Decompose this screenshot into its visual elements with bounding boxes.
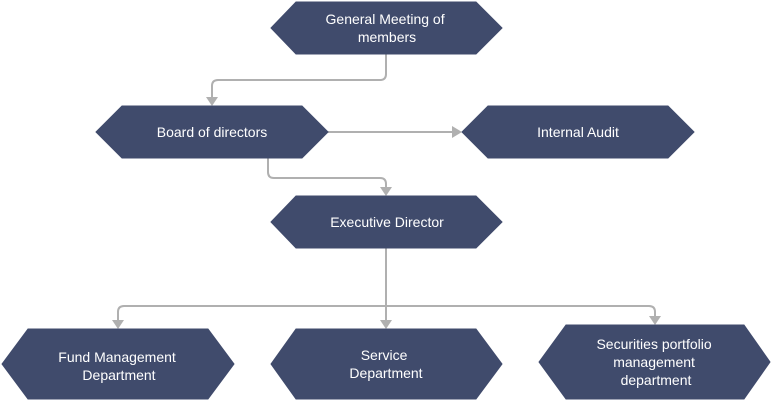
node-service-line-2: Department [349, 365, 422, 381]
node-fund-management-line-1: Fund Management [58, 349, 176, 365]
node-general-meeting-label: General Meeting of members [326, 11, 449, 45]
node-securities-portfolio-line-3: department [621, 372, 692, 388]
node-securities-portfolio[interactable]: Securities portfolio management departme… [538, 324, 771, 400]
node-fund-management-shape [1, 328, 235, 400]
node-fund-management[interactable]: Fund Management Department [1, 328, 235, 400]
node-internal-audit[interactable]: Internal Audit [461, 105, 695, 159]
edge-general-meeting-to-board [211, 54, 387, 98]
node-service-line-1: Service [361, 347, 408, 363]
edge-executive-director-to-fund-management [117, 305, 386, 321]
node-executive-director[interactable]: Executive Director [270, 195, 503, 249]
node-service-label: Service Department [349, 347, 422, 381]
node-service[interactable]: Service Department [270, 328, 503, 400]
node-general-meeting-line-2: members [358, 29, 416, 45]
arrowhead-internal-audit [452, 126, 462, 138]
arrowhead-service [380, 320, 392, 329]
node-fund-management-label: Fund Management Department [58, 349, 179, 383]
node-board-shape [95, 105, 329, 159]
edge-board-to-executive-director [267, 158, 387, 188]
node-general-meeting[interactable]: General Meeting of members [270, 1, 503, 55]
node-securities-portfolio-shape [538, 324, 771, 400]
node-board[interactable]: Board of directors [95, 105, 329, 159]
node-service-shape [270, 328, 503, 400]
node-internal-audit-label: Internal Audit [537, 124, 619, 140]
arrowhead-board [206, 97, 218, 106]
node-executive-director-shape [270, 195, 503, 249]
node-general-meeting-shape [270, 1, 503, 55]
node-securities-portfolio-label: Securities portfolio management departme… [596, 336, 715, 388]
arrowhead-fund-management [112, 320, 124, 329]
node-securities-portfolio-line-2: management [613, 354, 695, 370]
arrowhead-executive-director [380, 187, 392, 196]
node-executive-director-label: Executive Director [330, 214, 444, 230]
arrowhead-securities-portfolio [649, 316, 661, 325]
edge-executive-director-to-securities-portfolio [386, 305, 656, 317]
node-board-label: Board of directors [157, 124, 268, 140]
node-internal-audit-shape [461, 105, 695, 159]
node-fund-management-line-2: Department [82, 367, 155, 383]
node-general-meeting-line-1: General Meeting of [326, 11, 445, 27]
node-securities-portfolio-line-1: Securities portfolio [596, 336, 711, 352]
connectors [112, 54, 661, 329]
